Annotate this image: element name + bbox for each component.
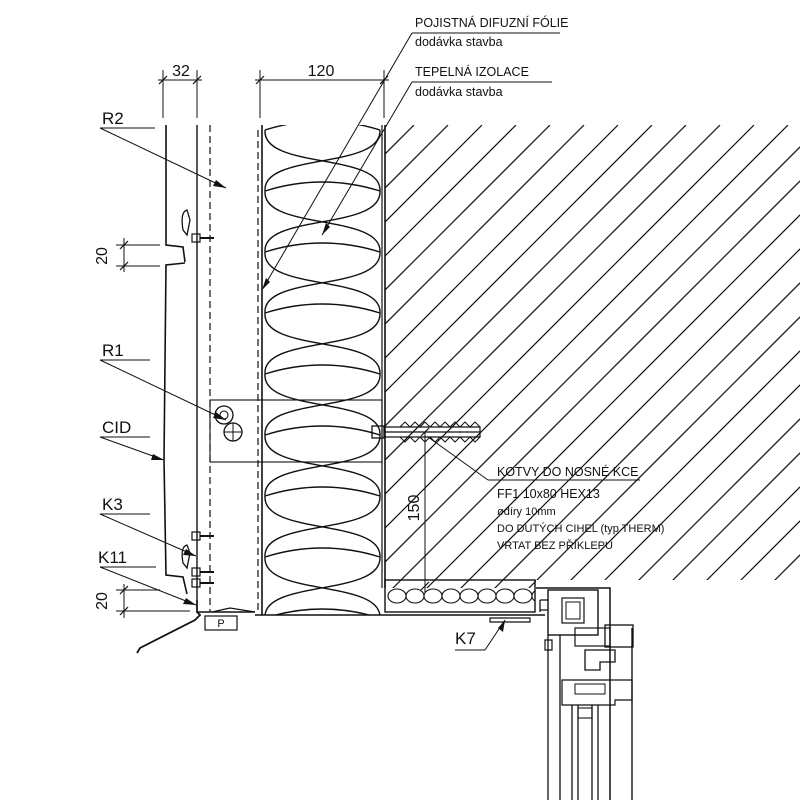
label-cid: CID bbox=[102, 418, 131, 437]
label-p: P bbox=[217, 618, 224, 630]
label-k7: K7 bbox=[455, 629, 476, 648]
label-r1: R1 bbox=[102, 341, 124, 360]
dimension-insulation: 120 bbox=[255, 63, 389, 118]
window-lintel bbox=[255, 579, 545, 616]
thermal-insulation bbox=[261, 125, 383, 615]
note-membrane-supply: dodávka stavba bbox=[415, 35, 503, 49]
clips-and-screws bbox=[181, 209, 214, 588]
note-anchors-line4: VRTAT BEZ PŘÍKLEPU bbox=[497, 539, 613, 552]
note-membrane: POJISTNÁ DIFUZNÍ FÓLIE bbox=[415, 15, 569, 30]
dim-150: 150 bbox=[406, 495, 423, 522]
dim-32: 32 bbox=[172, 63, 190, 80]
drip-flashing: P bbox=[136, 607, 256, 654]
note-anchors-line2: ødíry 10mm bbox=[497, 506, 556, 518]
note-anchors-line3: DO DUTÝCH CIHEL (typ THERM) bbox=[497, 522, 664, 535]
dimension-anchor-height: 150 bbox=[406, 427, 430, 592]
subframe-profile bbox=[196, 125, 383, 612]
leader-anchors: KOTVY DO NOSNÉ KCE FF1 10x80 HEX13 ødíry… bbox=[427, 436, 664, 552]
leader-k11: K11 bbox=[98, 548, 197, 606]
leader-k7: K7 bbox=[455, 619, 506, 651]
load-bearing-wall bbox=[384, 125, 800, 588]
note-anchors-title: KOTVY DO NOSNÉ KCE bbox=[497, 464, 638, 479]
leader-membrane: POJISTNÁ DIFUZNÍ FÓLIE dodávka stavba bbox=[261, 15, 569, 291]
leader-r2: R2 bbox=[99, 109, 227, 189]
note-insulation-supply: dodávka stavba bbox=[415, 85, 503, 99]
leader-insulation: TEPELNÁ IZOLACE dodávka stavba bbox=[321, 64, 552, 236]
label-r2: R2 bbox=[102, 109, 124, 128]
note-anchors-line1: FF1 10x80 HEX13 bbox=[497, 487, 600, 501]
leader-cid: CID bbox=[99, 418, 165, 461]
dim-20-bottom: 20 bbox=[94, 592, 111, 610]
leader-r1: R1 bbox=[99, 341, 227, 421]
leader-k3: K3 bbox=[99, 495, 197, 557]
label-k11: K11 bbox=[98, 548, 127, 567]
dimension-gap: 32 bbox=[158, 63, 202, 118]
dim-120: 120 bbox=[308, 63, 335, 80]
dim-20-top: 20 bbox=[94, 247, 111, 265]
dimension-joint-bottom: 20 bbox=[94, 584, 190, 618]
wall-anchor bbox=[371, 421, 481, 443]
window-frame bbox=[489, 587, 634, 800]
dimension-joint-top: 20 bbox=[94, 238, 160, 272]
note-insulation: TEPELNÁ IZOLACE bbox=[415, 64, 529, 79]
bracket-bolts bbox=[214, 405, 243, 442]
label-k3: K3 bbox=[102, 495, 123, 514]
